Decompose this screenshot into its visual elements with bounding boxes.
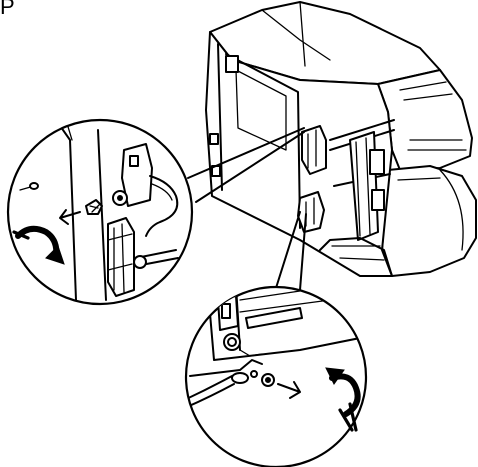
detail-callout-left	[6, 118, 194, 306]
detail-right-ground-cable	[186, 375, 233, 403]
figure-corner-label: P	[0, 0, 15, 19]
detail-callout-right	[184, 285, 368, 467]
lower-connector-block	[297, 191, 325, 233]
detail-right-insert-arrow	[277, 381, 301, 399]
rotate-arrow-right-icon	[325, 367, 361, 432]
detail-left-terminal-block	[107, 217, 135, 297]
callout-leaders	[187, 127, 307, 291]
detail-circle-right-frame	[184, 285, 368, 467]
rear-connector-bracket	[301, 125, 327, 175]
monitor-rear-view	[205, 1, 477, 277]
rotate-arrow-left-icon	[12, 225, 65, 265]
detail-left-cable	[145, 175, 179, 237]
rear-panel-small-port	[225, 55, 239, 73]
rear-panel-vent-area	[235, 69, 287, 151]
detail-left-insert-arrow	[59, 209, 81, 225]
